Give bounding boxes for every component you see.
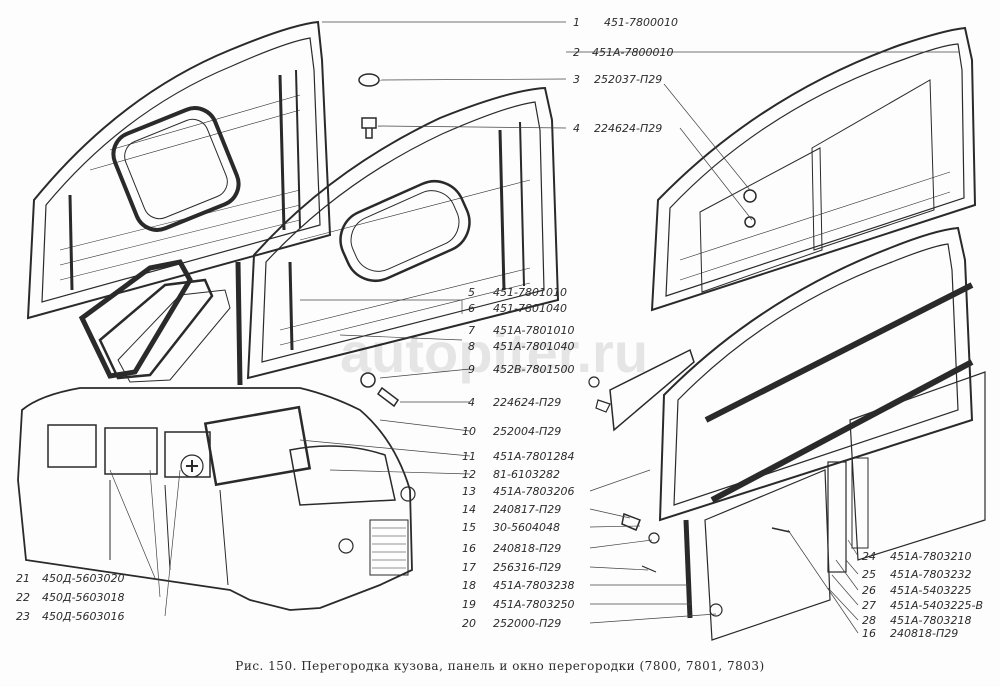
callout-27-code: 451А-5403225-В <box>890 599 983 612</box>
callout-24-code: 451А-7803210 <box>890 550 971 563</box>
callout-25-code: 451А-7803232 <box>890 568 971 581</box>
callout-15-code: 30-5604048 <box>493 521 560 534</box>
callout-23-num: 23 <box>16 610 30 623</box>
callout-10-num: 10 <box>462 425 476 438</box>
callout-4b-code: 224624-П29 <box>493 396 561 409</box>
callout-19-code: 451А-7803250 <box>493 598 574 611</box>
callout-16b-num: 16 <box>862 627 876 640</box>
callout-26-num: 26 <box>862 584 876 597</box>
callout-1-code: 451-7800010 <box>604 16 678 29</box>
callout-3-num: 3 <box>573 73 580 86</box>
callout-13-code: 451А-7803206 <box>493 485 574 498</box>
callout-20-code: 252000-П29 <box>493 617 561 630</box>
callout-13-num: 13 <box>462 485 476 498</box>
partition-panel-2 <box>246 86 560 380</box>
leader-lines <box>109 21 960 634</box>
callout-10-code: 252004-П29 <box>493 425 561 438</box>
callout-2-num: 2 <box>573 46 580 59</box>
callout-8-num: 8 <box>468 340 475 353</box>
callout-labels: 1 451-7800010 2 451А-7800010 3 252037-П2… <box>16 16 983 640</box>
callout-9-code: 452В-7801500 <box>493 363 575 376</box>
callout-16-code: 240818-П29 <box>493 542 561 555</box>
watermark-text: autopiter.ru <box>340 321 648 384</box>
fasteners <box>358 73 791 617</box>
callout-7-num: 7 <box>468 324 475 337</box>
callout-28-code: 451А-7803218 <box>890 614 971 627</box>
callout-9-num: 9 <box>468 363 475 376</box>
callout-18-code: 451А-7803238 <box>493 579 574 592</box>
callout-17-num: 17 <box>462 561 476 574</box>
callout-16b-code: 240818-П29 <box>890 627 958 640</box>
callout-14-num: 14 <box>462 503 476 516</box>
callout-7-code: 451А-7801010 <box>493 324 574 337</box>
callout-27-num: 27 <box>862 599 876 612</box>
callout-4-code: 224624-П29 <box>594 122 662 135</box>
callout-28-num: 28 <box>862 614 876 627</box>
callout-25-num: 25 <box>862 568 876 581</box>
callout-16-num: 16 <box>462 542 476 555</box>
callout-22-code: 450Д-5603018 <box>42 591 125 604</box>
bus-body <box>17 387 416 611</box>
callout-17-code: 256316-П29 <box>493 561 561 574</box>
callout-2-code: 451А-7800010 <box>592 46 673 59</box>
callout-11-code: 451А-7801284 <box>493 450 574 463</box>
callout-3-code: 252037-П29 <box>594 73 662 86</box>
window-seal-set <box>78 259 243 386</box>
callout-4-num: 4 <box>573 122 580 135</box>
callout-12-code: 81-6103282 <box>493 468 560 481</box>
callout-23-code: 450Д-5603016 <box>42 610 125 623</box>
callout-19-num: 19 <box>462 598 476 611</box>
callout-26-code: 451А-5403225 <box>890 584 971 597</box>
callout-6-num: 6 <box>468 302 475 315</box>
partition-panel-1 <box>26 20 332 320</box>
callout-8-code: 451А-7801040 <box>493 340 574 353</box>
callout-1-num: 1 <box>573 16 580 29</box>
callout-24-num-label: 24 <box>862 550 876 563</box>
callout-14-code: 240817-П29 <box>493 503 561 516</box>
callout-6-code: 451-7801040 <box>493 302 567 315</box>
callout-15-num: 15 <box>462 521 476 534</box>
callout-18-num: 18 <box>462 579 476 592</box>
callout-5-code: 451-7801010 <box>493 286 567 299</box>
callout-4b-num: 4 <box>468 396 475 409</box>
figure-caption: Рис. 150. Перегородка кузова, панель и о… <box>235 659 765 673</box>
callout-5-num: 5 <box>468 286 475 299</box>
callout-12-num: 12 <box>462 468 476 481</box>
callout-20-num: 20 <box>462 617 476 630</box>
callout-21-code: 450Д-5603020 <box>42 572 125 585</box>
partition-panel-3 <box>650 26 977 312</box>
callout-11-num: 11 <box>462 450 476 463</box>
callout-21-num: 21 <box>16 572 30 585</box>
callout-22-num: 22 <box>16 591 30 604</box>
partition-panel-4 <box>609 226 986 641</box>
